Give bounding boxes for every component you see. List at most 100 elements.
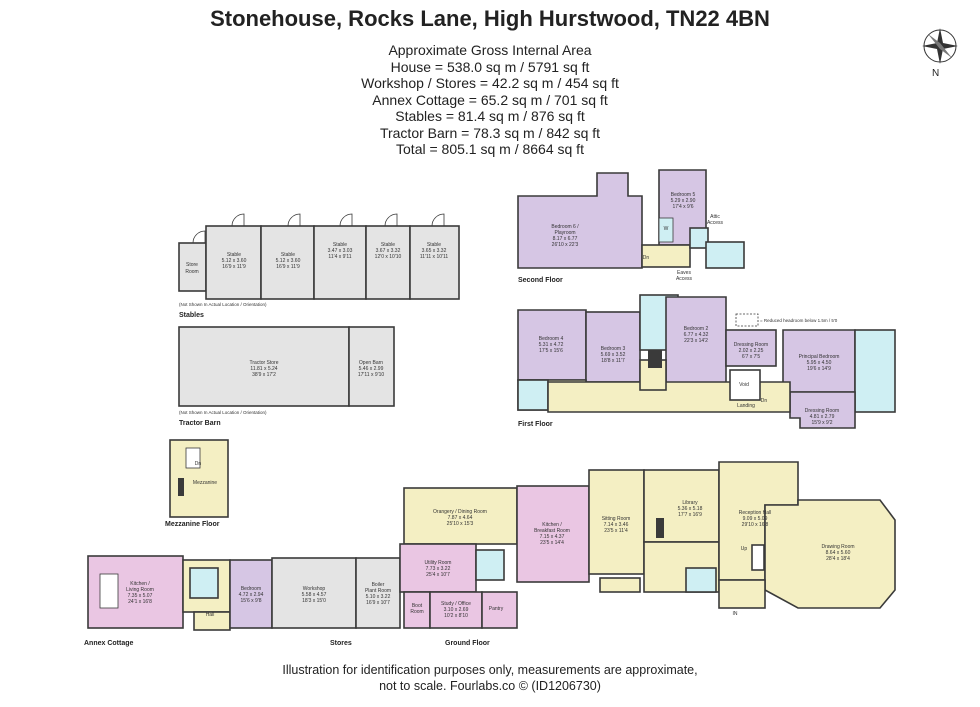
kitchen-label: Kitchen / (542, 522, 562, 528)
footer-line-2: not to scale. Fourlabs.co © (ID1206730) (379, 679, 601, 693)
compass-icon: N (922, 28, 958, 79)
orangery (403, 487, 518, 545)
stable-1 (205, 225, 262, 300)
sitting-room-label: Sitting Room (602, 516, 631, 522)
utility-room (399, 543, 477, 593)
second-floor-label: Second Floor (518, 277, 563, 284)
in-label: IN (733, 611, 738, 617)
stable-4-label: Stable (381, 242, 395, 248)
second-floor-plan (517, 169, 745, 269)
area-annex: Annex Cottage = 65.2 sq m / 701 sq ft (372, 91, 608, 108)
orangery-label: Orangery / Dining Room (433, 509, 487, 515)
stable-2 (260, 225, 315, 300)
area-barn: Tractor Barn = 78.3 sq m / 842 sq ft (379, 124, 601, 141)
boiler-room (355, 557, 401, 629)
stable-4 (365, 225, 411, 300)
bedroom-3-label: Bedroom 3 (601, 346, 626, 352)
annex-plan (87, 555, 273, 631)
bedroom-3 (585, 311, 641, 383)
open-barn-label: Open Barn (359, 360, 383, 366)
area-stables: Stables = 81.4 sq m / 876 sq ft (395, 108, 585, 124)
stables-note: (Not Shown In Actual Location / Orientat… (179, 302, 267, 307)
dressing-room-1 (725, 329, 777, 367)
open-barn (348, 326, 395, 407)
stable-5 (409, 225, 460, 300)
kitchen (516, 485, 590, 583)
ground-floor-label: Ground Floor (445, 640, 490, 647)
pantry (481, 591, 518, 629)
first-floor-label: First Floor (518, 421, 553, 428)
dressing-room-1-label: Dressing Room (734, 342, 768, 348)
drawing-room-label: Drawing Room (821, 544, 854, 550)
stores-label: Stores (330, 640, 352, 647)
ground-floor-plan (399, 461, 896, 629)
annex-kitchen-label: Kitchen / (130, 581, 150, 587)
second-landing (641, 244, 691, 268)
dn-label-second: Dn (643, 255, 650, 261)
dressing-room-2-label: Dressing Room (805, 408, 839, 414)
bedroom-4-label: Bedroom 4 (539, 336, 564, 342)
study-label: Study / Office (441, 601, 471, 607)
mezzanine-plan (169, 439, 229, 518)
first-floor-plan (517, 294, 896, 429)
bedroom-6-label: Bedroom 6 / (551, 224, 579, 230)
stable-2-label: Stable (281, 252, 295, 258)
stable-3-label: Stable (333, 242, 347, 248)
dn-label-first: Dn (761, 398, 768, 404)
boiler-label: Boiler (372, 582, 385, 588)
reception-hall-label: Reception Hall (739, 510, 772, 516)
tractor-store-label: Tractor Store (250, 360, 279, 366)
bedroom-6 (517, 172, 643, 269)
mezzanine-floor-label: Mezzanine Floor (165, 521, 220, 528)
annex-bedroom (229, 559, 273, 629)
eaves-label: Eaves (677, 270, 691, 276)
footer-line-1: Illustration for identification purposes… (282, 663, 698, 677)
stable-3 (313, 225, 367, 300)
drawing-room (764, 499, 896, 609)
w-label: W (664, 226, 669, 232)
area-summary: Approximate Gross Internal Area House = … (290, 42, 690, 158)
principal-bedroom-label: Principal Bedroom (799, 354, 840, 360)
compass-label: N (932, 68, 939, 79)
library-label: Library (682, 500, 698, 506)
store-room (178, 242, 207, 292)
pantry-label: Pantry (489, 606, 504, 612)
mezzanine-label: Mezzanine (193, 480, 217, 486)
footer-disclaimer: Illustration for identification purposes… (240, 662, 740, 694)
utility-label: Utility Room (425, 560, 452, 566)
tractor-barn-label: Tractor Barn (179, 420, 221, 427)
attic-label: Attic (710, 214, 720, 220)
store-room-label: Store (186, 262, 198, 268)
barn-note: (Not Shown In Actual Location / Orientat… (179, 410, 267, 415)
tractor-store (178, 326, 350, 407)
landing-label: Landing (737, 403, 755, 409)
annex-bedroom-label: Bedroom (241, 586, 261, 592)
boot-room-label: Boot (412, 603, 423, 609)
